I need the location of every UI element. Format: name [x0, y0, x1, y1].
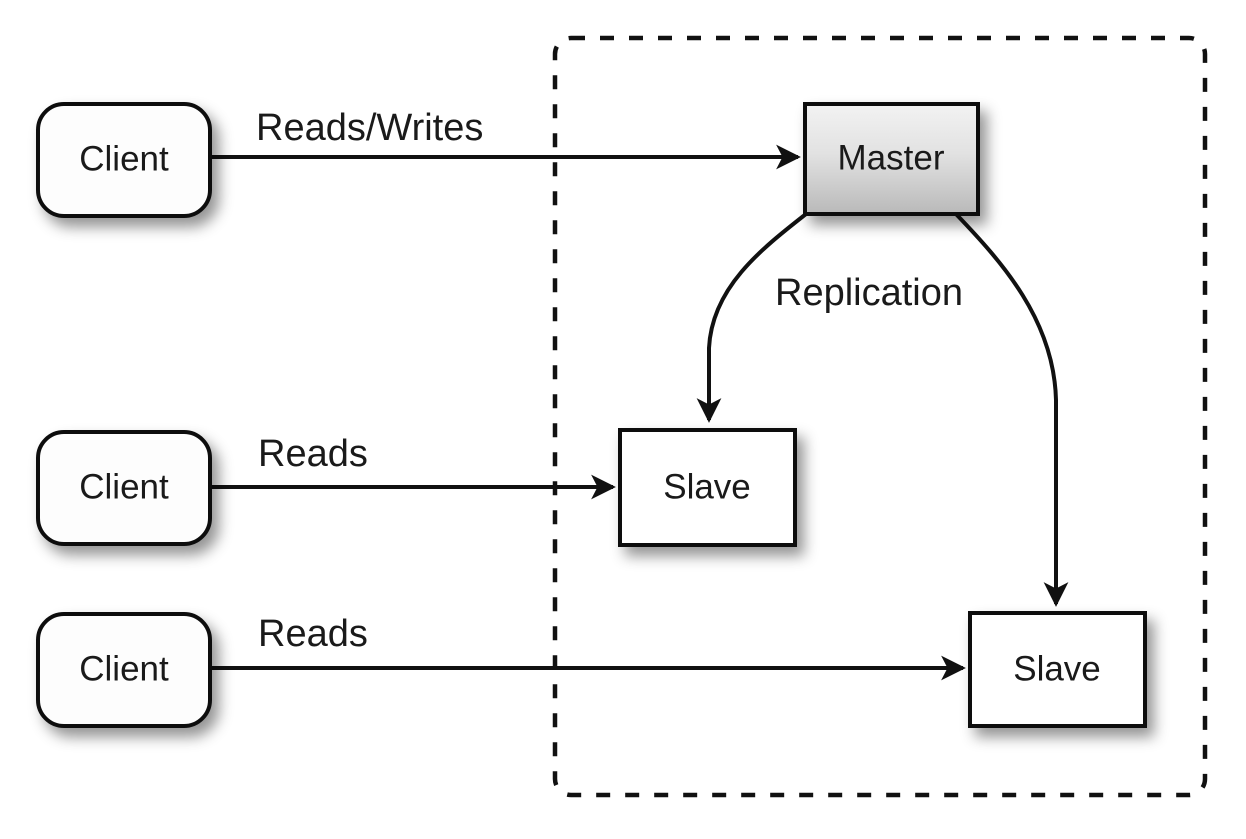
client-3-label: Client [79, 649, 169, 688]
edge-master-to-slave1 [696, 212, 808, 423]
master-label: Master [838, 138, 945, 177]
node-client-3[interactable]: Client [36, 612, 212, 728]
slave-2-label: Slave [1013, 649, 1101, 688]
node-client-1[interactable]: Client [36, 102, 212, 218]
edge-master-to-slave2 [954, 212, 1069, 607]
node-client-2[interactable]: Client [36, 430, 212, 546]
client-3-box[interactable] [36, 612, 212, 728]
slave-1-label: Slave [663, 467, 751, 506]
slave-1-box[interactable] [618, 428, 797, 547]
slave-2-box[interactable] [968, 611, 1147, 728]
client-2-box[interactable] [36, 430, 212, 546]
node-master[interactable]: Master [803, 102, 980, 216]
node-slave-1[interactable]: Slave [618, 428, 797, 547]
client-1-box[interactable] [36, 102, 212, 218]
edge-label-reads-writes: Reads/Writes [256, 107, 483, 149]
edge-label-reads-slave2: Reads [258, 613, 368, 655]
edge-label-reads-slave1: Reads [258, 433, 368, 475]
client-2-label: Client [79, 467, 169, 506]
edge-label-replication: Replication [775, 272, 963, 314]
client-1-label: Client [79, 139, 169, 178]
node-slave-2[interactable]: Slave [968, 611, 1147, 728]
master-box[interactable] [803, 102, 980, 216]
